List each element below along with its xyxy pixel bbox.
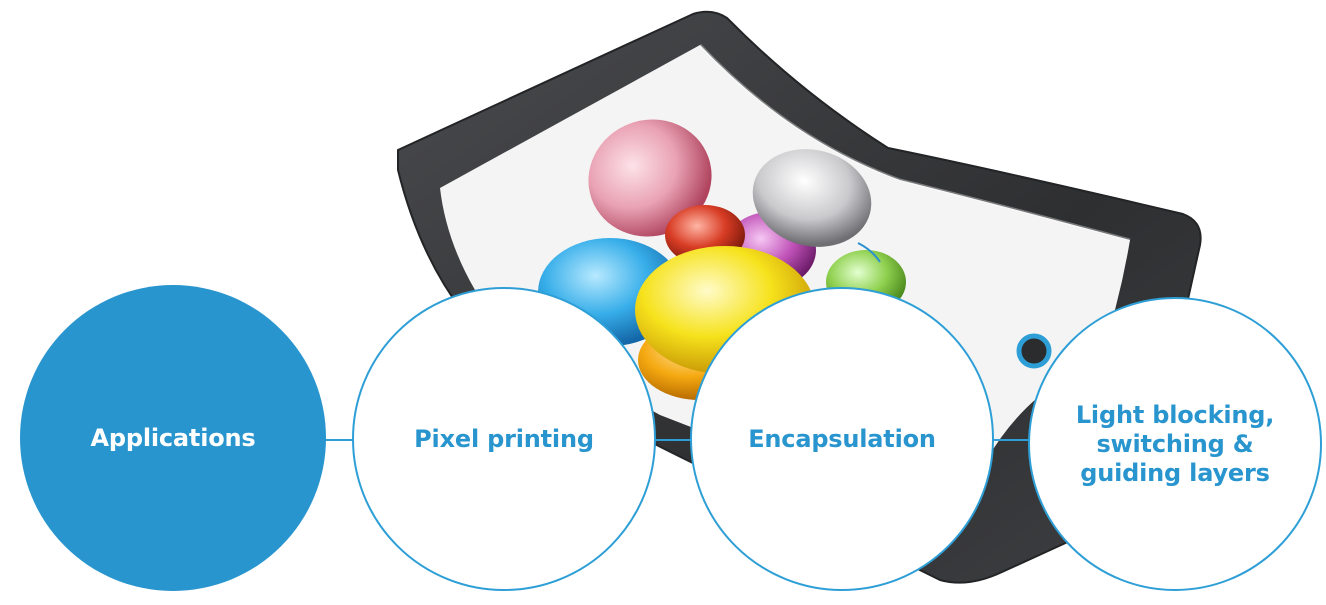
pixel-printing-circle: Pixel printing — [352, 287, 656, 591]
connector-line — [985, 439, 1035, 441]
light-layers-circle: Light blocking, switching & guiding laye… — [1028, 297, 1322, 591]
pink-balloon — [588, 119, 712, 237]
applications-circle: Applications — [20, 285, 326, 591]
connector-line — [650, 439, 700, 441]
encapsulation-label: Encapsulation — [748, 424, 936, 453]
pixel-printing-label: Pixel printing — [414, 424, 594, 453]
silver-balloon — [752, 149, 872, 247]
light-layers-label: Light blocking, switching & guiding laye… — [1075, 400, 1275, 487]
connector-line — [320, 439, 360, 441]
home-button — [1016, 333, 1052, 369]
applications-label: Applications — [90, 423, 256, 452]
encapsulation-circle: Encapsulation — [690, 287, 994, 591]
